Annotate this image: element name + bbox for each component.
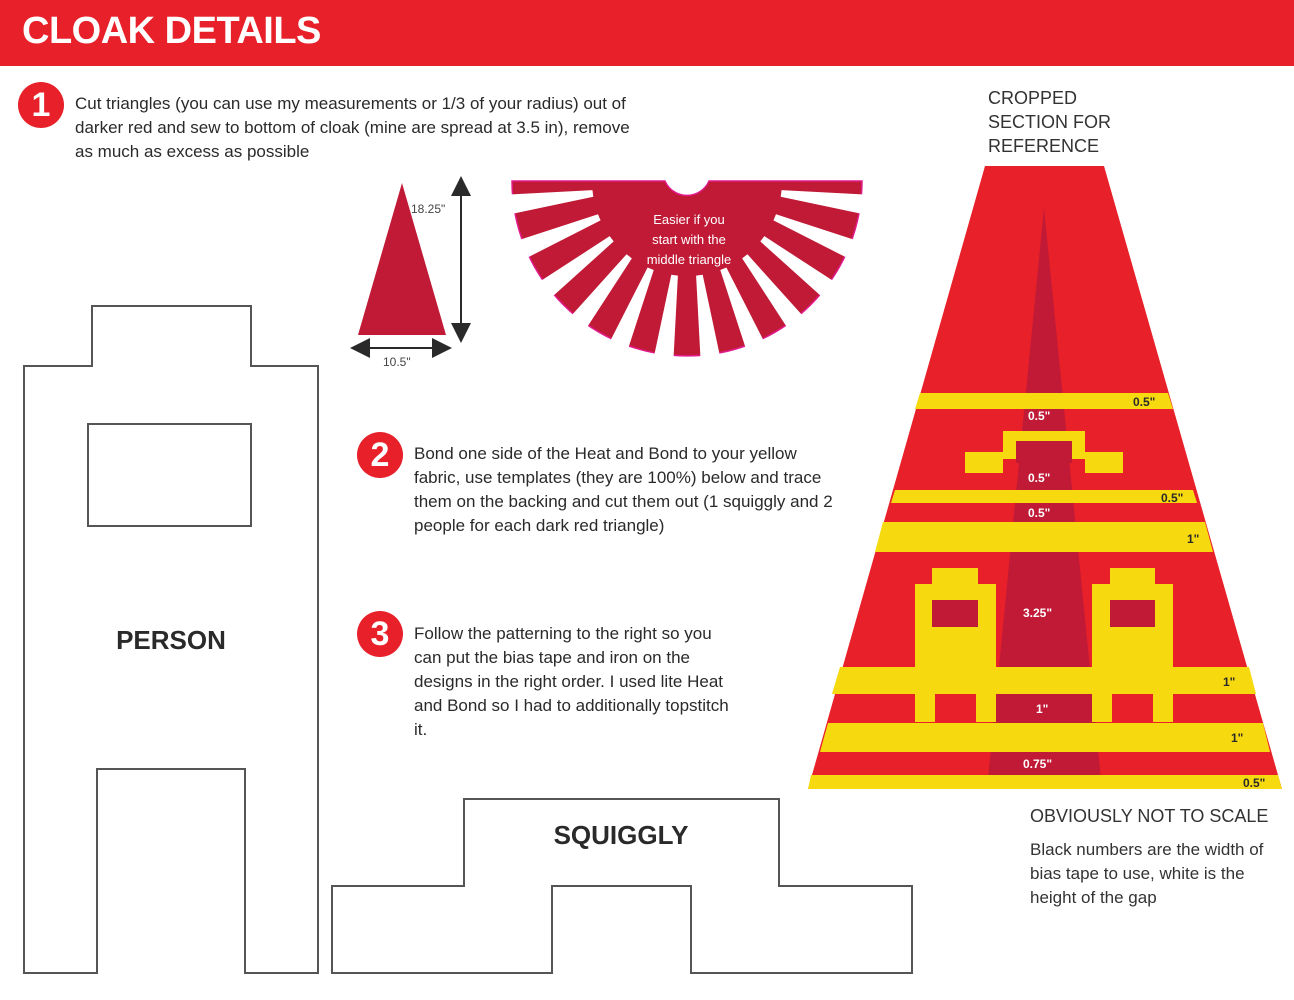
not-to-scale-note: OBVIOUSLY NOT TO SCALE [1030, 806, 1269, 826]
label-band1-width: 0.5" [1133, 395, 1155, 409]
reference-person-left [915, 568, 996, 722]
band-1 [915, 393, 1173, 409]
person-window [87, 423, 252, 527]
label-band4-width: 1" [1223, 675, 1235, 689]
cloak-note-line1: Easier if you [653, 212, 725, 227]
band-2 [891, 490, 1197, 503]
label-gap5: 1" [1036, 702, 1048, 716]
reference-title-line2: SECTION FOR [988, 112, 1112, 132]
reference-title-line1: CROPPED [988, 88, 1078, 108]
reference-person-right [1092, 568, 1173, 722]
squiggly-label: SQUIGGLY [554, 820, 689, 850]
page-title: CLOAK DETAILS [22, 10, 321, 52]
cloak-gap [760, 236, 834, 297]
cloak-gap [519, 214, 601, 259]
squiggly-template [331, 798, 913, 974]
cloak-gap [742, 254, 803, 328]
person-label: PERSON [116, 625, 226, 655]
cloak-gap [780, 190, 865, 214]
cloak-diagram: Easier if you start with the middle tria… [509, 180, 865, 359]
step-1-badge: 1 [18, 82, 64, 128]
dark-red-triangle [358, 183, 446, 335]
step-2-text: Bond one side of the Heat and Bond to yo… [414, 444, 833, 535]
cloak-gap [696, 274, 720, 359]
cloak-gap [509, 190, 594, 214]
label-band3-width: 1" [1187, 532, 1199, 546]
label-band2-width: 0.5" [1161, 491, 1183, 505]
band-5 [820, 723, 1270, 752]
legend-note: Black numbers are the width of bias tape… [1030, 840, 1264, 907]
cloak-gap [654, 274, 678, 359]
band-6 [808, 775, 1282, 789]
cloak-gap [773, 214, 855, 259]
cloak-gap [571, 254, 632, 328]
person-template [23, 305, 319, 974]
cloak-gap [720, 267, 765, 349]
band-4 [832, 667, 1256, 694]
width-label: 10.5" [383, 355, 411, 369]
band-3 [875, 522, 1213, 552]
label-band5-width: 1" [1231, 731, 1243, 745]
step-2-badge: 2 [357, 432, 403, 478]
reference-section: 0.5" 0.5" 0.5" 0.5" 0.5" 1" 3.25" 1" 1" … [808, 166, 1282, 790]
reference-title: CROPPED SECTION FOR REFERENCE [988, 86, 1111, 158]
header-bar: CLOAK DETAILS [0, 0, 1294, 66]
step-1-text: Cut triangles (you can use my measuremen… [75, 94, 630, 161]
label-gap6: 0.75" [1023, 757, 1052, 771]
squiggly-outline [331, 798, 913, 974]
label-gap2: 0.5" [1028, 471, 1050, 485]
cloak-gap [609, 267, 654, 349]
reference-title-line3: REFERENCE [988, 136, 1100, 156]
cloak-gap [540, 236, 614, 297]
triangle-piece: 18.25" 10.5" [350, 176, 471, 369]
person-outline [23, 305, 319, 974]
cloak-note-line3: middle triangle [647, 252, 732, 267]
step-3-badge: 3 [357, 611, 403, 657]
cloak-note-line2: start with the [652, 232, 726, 247]
step-3-text: Follow the patterning to the right so yo… [414, 624, 729, 739]
label-gap4: 3.25" [1023, 606, 1052, 620]
reference-squiggly-gap [1016, 441, 1072, 463]
cloak-gaps [509, 190, 865, 359]
label-band6-width: 0.5" [1243, 776, 1265, 790]
label-gap1: 0.5" [1028, 409, 1050, 423]
label-gap3: 0.5" [1028, 506, 1050, 520]
height-label: 18.25" [411, 202, 445, 216]
